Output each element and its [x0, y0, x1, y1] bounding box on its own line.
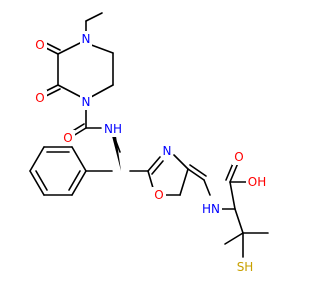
bond-layer	[29, 12, 269, 258]
bond-urea-co-a	[72, 127, 87, 137]
bond-ethyl-ch3	[85, 12, 103, 22]
atom-SH: SH	[234, 259, 256, 275]
bond-ph-inner-2	[35, 170, 48, 191]
atom-O2: O	[33, 90, 47, 106]
bond-ox-o1-c2	[147, 170, 154, 189]
atom-O4: O	[152, 187, 166, 203]
svg-text:O: O	[63, 131, 72, 145]
atom-O5: O	[232, 149, 246, 165]
bond-ox-c4-c5	[179, 168, 189, 196]
bond-carbonyl-c2-b	[45, 88, 61, 97]
svg-text:O: O	[234, 150, 243, 164]
atom-N3: N	[161, 143, 173, 159]
bond-exo-double-a	[187, 168, 205, 181]
atom-HN: HN	[200, 201, 222, 217]
svg-text:N: N	[82, 32, 91, 46]
atom-N1: N	[80, 94, 92, 110]
bond-ox-c2-n3-b	[151, 160, 164, 175]
svg-text:N: N	[163, 144, 172, 158]
atom-O3: O	[61, 130, 75, 146]
bond-ring-n1-c2	[57, 84, 82, 98]
bond-ph-1	[71, 146, 87, 172]
bond-calpha-cooh	[229, 181, 236, 210]
svg-text:NH: NH	[104, 122, 122, 136]
bond-carbonyl-c3-b	[45, 42, 61, 51]
svg-text:O: O	[154, 188, 163, 202]
bond-cq-ch3b	[224, 232, 244, 245]
bond-ph-3	[29, 146, 45, 172]
bond-exo-double-b	[189, 164, 207, 177]
svg-text:N: N	[82, 95, 91, 109]
svg-text:O: O	[35, 38, 44, 52]
bond-ph-inner-3	[68, 170, 81, 191]
bond-cooh-co-a	[229, 162, 239, 183]
svg-text:HN: HN	[202, 202, 220, 216]
atom-OH: OH	[246, 174, 268, 190]
structure-canvas: O O N N O NH N O	[29, 12, 269, 275]
atom-NH1: NH	[102, 121, 124, 137]
svg-text:OH: OH	[248, 175, 266, 189]
atom-layer: O O N N O NH N O	[33, 31, 268, 275]
bond-ring-c6-n1	[90, 84, 114, 98]
bond-ox-c2-n3-a	[147, 156, 161, 172]
svg-text:SH: SH	[237, 260, 254, 274]
bond-calpha-cq	[234, 208, 244, 234]
atom-N2: N	[80, 31, 92, 47]
bond-ph-6	[71, 170, 87, 196]
bond-ph-4	[29, 170, 45, 196]
bond-ring-c3-n4	[57, 42, 81, 55]
svg-text:O: O	[35, 91, 44, 105]
bond-ch-hn	[203, 179, 211, 196]
molecule-structure: O O N N O NH N O	[29, 12, 269, 275]
atom-O1: O	[33, 37, 47, 53]
stereo-wedge-bond	[112, 136, 121, 171]
bond-ox-n3-c4	[173, 154, 189, 170]
